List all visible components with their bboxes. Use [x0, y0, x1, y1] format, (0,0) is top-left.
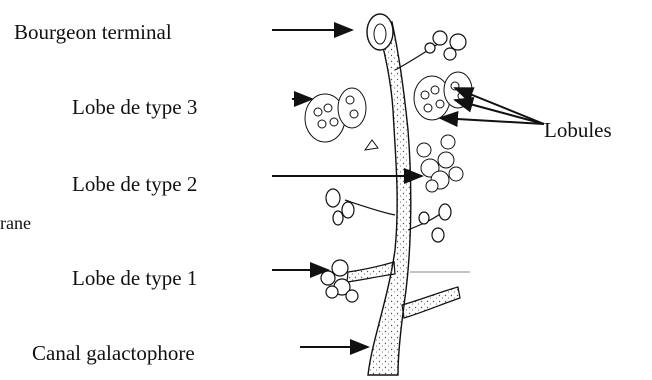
side-branch-lower	[402, 287, 460, 318]
label-canal-galactophore: Canal galactophore	[32, 341, 195, 365]
label-lobe-type-3: Lobe de type 3	[72, 95, 197, 119]
lobe-type-3-cluster	[305, 88, 378, 150]
label-cropped: rane	[0, 211, 31, 235]
arrow-lobules-1	[455, 88, 544, 124]
small-buds-right	[408, 204, 451, 242]
label-lobules: Lobules	[544, 118, 612, 142]
label-lobe-type-2: Lobe de type 2	[72, 172, 197, 196]
lobules-upper-right	[414, 72, 472, 120]
lobe-type-2-cluster	[417, 135, 463, 192]
small-buds-left	[326, 189, 395, 225]
terminal-bud	[367, 14, 393, 50]
label-bourgeon-terminal: Bourgeon terminal	[14, 20, 172, 44]
label-lobe-type-1: Lobe de type 1	[72, 266, 197, 290]
main-duct	[368, 22, 411, 375]
upper-buds	[395, 31, 466, 70]
branch-lobe-1	[347, 262, 395, 282]
